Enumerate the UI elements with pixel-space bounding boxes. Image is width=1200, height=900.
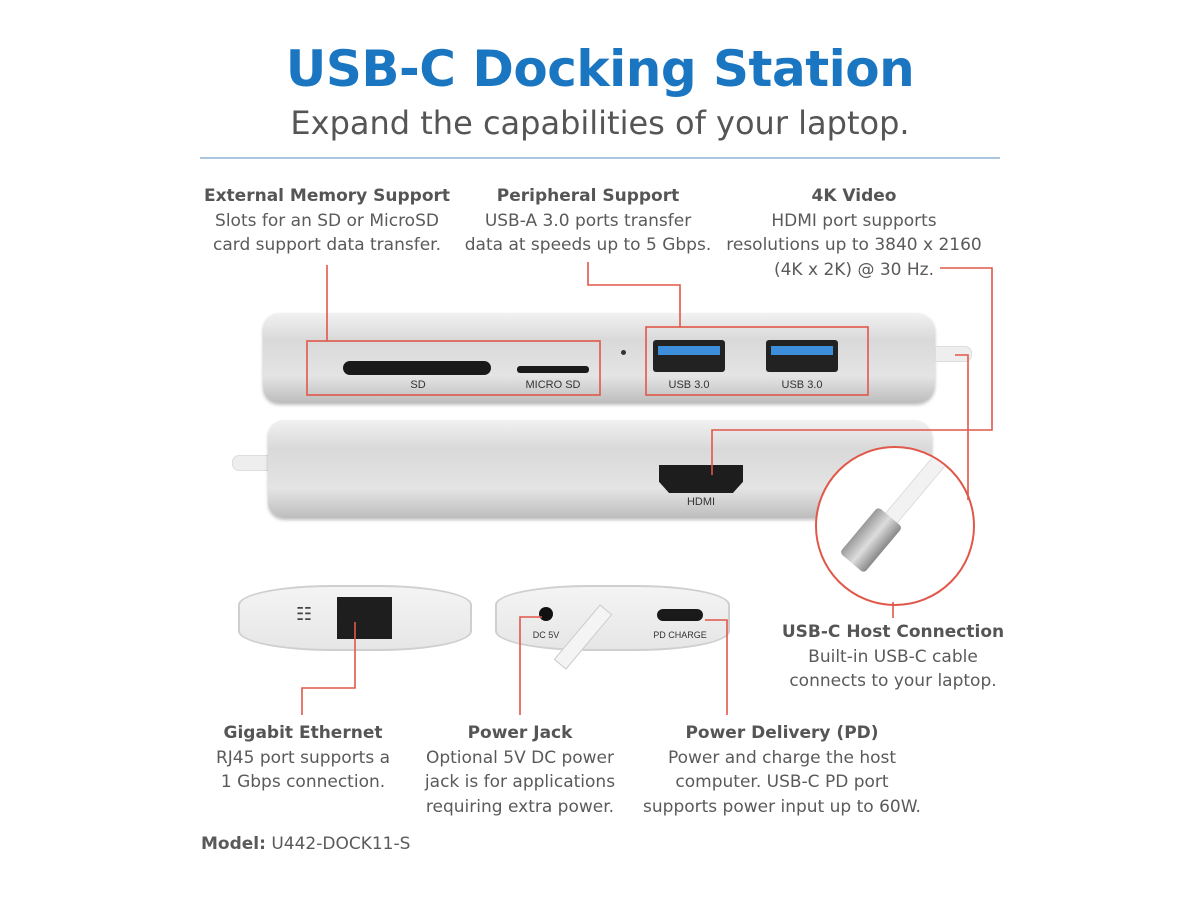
sd-label: SD bbox=[410, 379, 426, 391]
dc-label: DC 5V bbox=[532, 630, 560, 640]
usb-c-pd-port bbox=[657, 609, 703, 621]
feature-text: Built-in USB-C cable bbox=[808, 646, 978, 667]
feature-heading: Power Jack bbox=[467, 723, 573, 743]
callout-box bbox=[645, 326, 869, 396]
feature-text: Slots for an SD or MicroSD bbox=[215, 210, 439, 231]
feature-text: HDMI port supports bbox=[771, 210, 937, 231]
feature-text: connects to your laptop. bbox=[789, 671, 997, 691]
feature-text: resolutions up to 3840 x 2160 bbox=[726, 235, 982, 255]
rj45-port bbox=[337, 597, 392, 639]
feature-peripheral: Peripheral Support USB-A 3.0 ports trans… bbox=[438, 184, 738, 258]
dc-jack bbox=[539, 607, 553, 621]
callout-line bbox=[711, 267, 993, 475]
feature-text: Power and charge the host bbox=[667, 747, 897, 768]
dock-power-end: DC 5V PD CHARGE bbox=[495, 585, 730, 670]
feature-power-jack: Power Jack Optional 5V DC power jack is … bbox=[370, 721, 670, 819]
hdmi-label: HDMI bbox=[686, 496, 716, 508]
feature-text: Optional 5V DC power bbox=[425, 747, 615, 768]
usb-port-1 bbox=[653, 340, 725, 372]
feature-heading: External Memory Support bbox=[203, 186, 451, 206]
feature-heading: USB-C Host Connection bbox=[781, 622, 1005, 642]
usb-c-cable bbox=[935, 346, 972, 362]
feature-ethernet: Gigabit Ethernet RJ45 port supports a 1 … bbox=[153, 721, 453, 795]
callout-line bbox=[705, 619, 728, 715]
feature-text: RJ45 port supports a bbox=[215, 747, 391, 768]
usb-label: USB 3.0 bbox=[781, 379, 823, 391]
feature-heading: 4K Video bbox=[811, 186, 897, 206]
led-indicator bbox=[621, 350, 626, 355]
feature-host-connection: USB-C Host Connection Built-in USB-C cab… bbox=[743, 620, 1043, 694]
pd-label: PD CHARGE bbox=[653, 630, 707, 640]
page-title: USB-C Docking Station bbox=[285, 40, 915, 98]
callout-box bbox=[306, 340, 601, 396]
feature-text: supports power input up to 60W. bbox=[643, 796, 921, 817]
hdmi-port bbox=[659, 465, 743, 493]
page-subtitle: Expand the capabilities of your laptop. bbox=[290, 104, 910, 142]
callout-line bbox=[301, 622, 356, 715]
usb-port-2 bbox=[766, 340, 838, 372]
feature-text: data at speeds up to 5 Gbps. bbox=[464, 235, 712, 255]
callout-line bbox=[955, 354, 969, 500]
callout-line bbox=[587, 262, 681, 327]
sd-slot bbox=[343, 361, 491, 375]
callout-line bbox=[519, 616, 542, 715]
model-number: Model: U442-DOCK11-S bbox=[201, 834, 410, 854]
feature-heading: Power Delivery (PD) bbox=[685, 723, 879, 743]
divider bbox=[200, 157, 1000, 159]
feature-text: card support data transfer. bbox=[213, 235, 441, 255]
feature-text: computer. USB-C PD port bbox=[675, 772, 889, 792]
usb-label: USB 3.0 bbox=[668, 379, 710, 391]
feature-4k-video: 4K Video HDMI port supports resolutions … bbox=[704, 184, 1004, 282]
micro-sd-label: MICRO SD bbox=[525, 379, 581, 391]
feature-heading: Gigabit Ethernet bbox=[223, 723, 383, 743]
dock-front-view: SD MICRO SD USB 3.0 USB 3.0 bbox=[263, 313, 935, 403]
feature-text: (4K x 2K) @ 30 Hz. bbox=[773, 259, 934, 280]
feature-text: USB-A 3.0 ports transfer bbox=[484, 210, 692, 231]
usb-c-connector-closeup bbox=[815, 446, 975, 606]
feature-text: 1 Gbps connection. bbox=[220, 772, 386, 792]
micro-sd-slot bbox=[517, 366, 589, 373]
feature-text: jack is for applications bbox=[424, 772, 616, 792]
model-value: U442-DOCK11-S bbox=[271, 834, 411, 854]
feature-external-memory: External Memory Support Slots for an SD … bbox=[177, 184, 477, 258]
feature-heading: Peripheral Support bbox=[496, 186, 680, 206]
feature-text: requiring extra power. bbox=[425, 796, 615, 817]
model-label: Model: bbox=[201, 834, 266, 854]
feature-power-delivery: Power Delivery (PD) Power and charge the… bbox=[622, 721, 942, 819]
network-icon: ☷ bbox=[296, 604, 313, 625]
